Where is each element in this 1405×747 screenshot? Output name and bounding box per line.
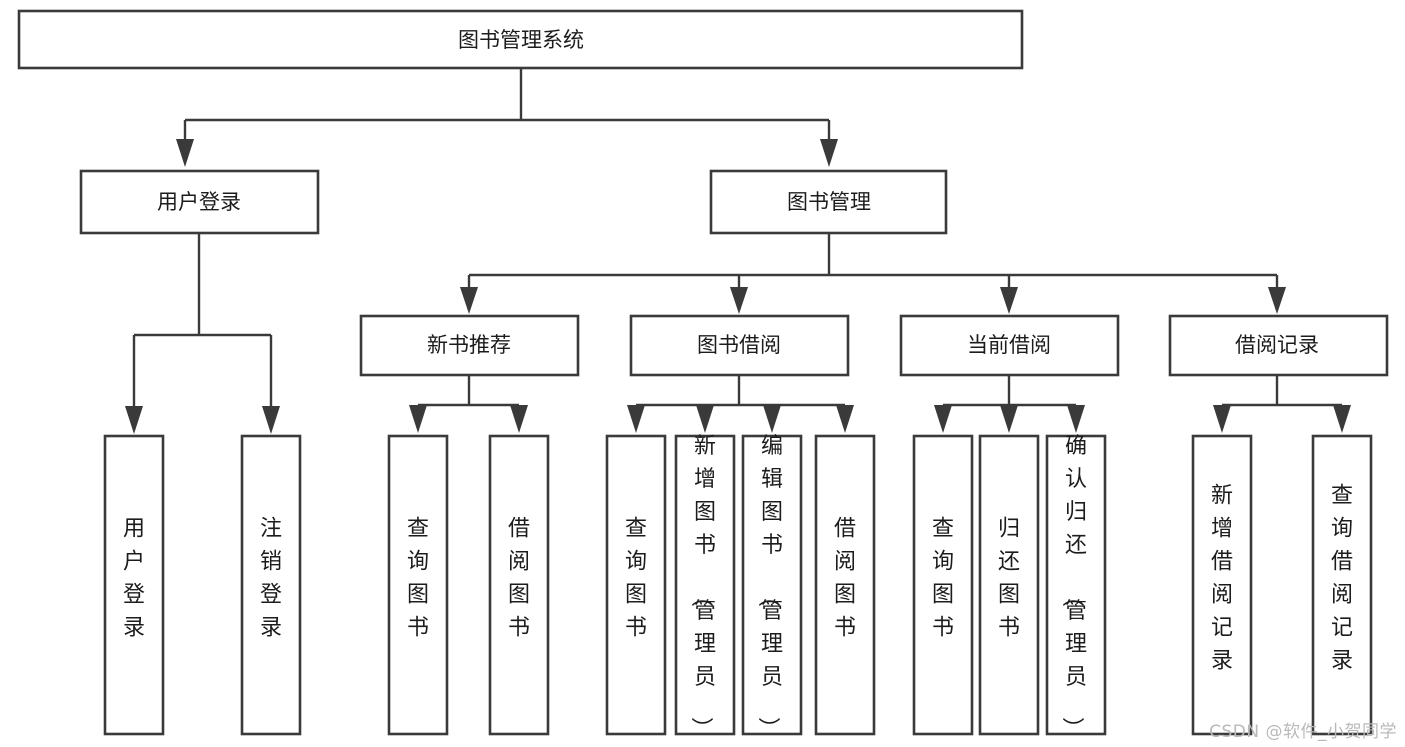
node-user-login-label: 用户登录 [157, 190, 241, 214]
arrow-userlogin-leaf-2 [262, 406, 280, 434]
node-current-borrow-label: 当前借阅 [967, 333, 1051, 357]
leaf-box-bb-add-book[interactable] [674, 434, 736, 736]
leaf-label-bb-borrow-book: 借阅图书 [834, 517, 856, 641]
leaf-box-cb-query-book[interactable] [912, 434, 974, 736]
leaf-label-cb-return-book: 归还图书 [998, 517, 1020, 641]
arrow-borrowrecords-leaf-2 [1333, 405, 1351, 433]
node-root-box[interactable] [17, 9, 1024, 70]
leaf-label-bb-query-book: 查询图书 [625, 517, 647, 641]
node-new-book-recommend[interactable]: 新书推荐 [359, 314, 580, 377]
leaf-box-layer [103, 434, 1373, 736]
arrow-newbook-leaf-1 [409, 405, 427, 433]
arrow-bookborrow-leaf-1 [627, 405, 645, 433]
arrow-newbook-leaf-2 [510, 405, 528, 433]
leaf-label-nb-borrow-book: 借阅图书 [508, 517, 530, 641]
leaf-label-bb-edit-book: 编辑图书（管理员） [755, 434, 783, 739]
leaf-label-cb-confirm-return: 确认归还（管理员） [1059, 434, 1087, 739]
leaf-box-bb-borrow-book[interactable] [814, 434, 876, 736]
leaf-label-user-login: 用户登录 [123, 517, 145, 641]
node-user-login[interactable]: 用户登录 [79, 169, 320, 235]
leaf-box-user-logout[interactable] [240, 434, 302, 736]
leaf-box-cb-confirm-return[interactable] [1045, 434, 1107, 736]
arrow-bookborrow-leaf-3 [763, 405, 781, 433]
node-borrow-records[interactable]: 借阅记录 [1168, 314, 1389, 377]
node-current-borrow[interactable]: 当前借阅 [899, 314, 1120, 377]
node-new-book-recommend-box[interactable] [359, 314, 580, 377]
leaf-label-user-logout: 注销登录 [260, 517, 282, 641]
node-book-borrow-label: 图书借阅 [697, 333, 781, 357]
node-book-management-box[interactable] [709, 169, 948, 235]
leaf-label-bb-add-book: 新增图书（管理员） [688, 434, 716, 739]
leaf-box-user-login[interactable] [103, 434, 165, 736]
leaf-box-br-add-record[interactable] [1191, 434, 1253, 736]
arrow-root-to-user-login [176, 139, 194, 167]
arrow-bookborrow-leaf-4 [836, 405, 854, 433]
arrow-bookborrow-leaf-2 [696, 405, 714, 433]
leaf-label-br-add-record: 新增借阅记录 [1211, 484, 1233, 674]
arrow-bookmgmt-to-book-borrow [730, 287, 748, 314]
arrow-borrowrecords-leaf-1 [1213, 405, 1231, 433]
node-user-login-box[interactable] [79, 169, 320, 235]
node-borrow-records-label: 借阅记录 [1235, 333, 1319, 357]
node-current-borrow-box[interactable] [899, 314, 1120, 377]
node-book-management-label: 图书管理 [787, 190, 871, 214]
arrow-userlogin-leaf-1 [125, 406, 143, 434]
node-borrow-records-box[interactable] [1168, 314, 1389, 377]
arrow-bookmgmt-to-borrow-records [1268, 287, 1286, 314]
leaf-box-nb-query-book[interactable] [387, 434, 449, 736]
leaf-box-br-query-record[interactable] [1311, 434, 1373, 736]
node-root-label: 图书管理系统 [458, 28, 584, 52]
leaf-label-cb-query-book: 查询图书 [932, 517, 954, 641]
node-book-borrow-box[interactable] [629, 314, 850, 377]
connector-layer [125, 68, 1351, 434]
leaf-box-bb-edit-book[interactable] [741, 434, 803, 736]
node-book-borrow[interactable]: 图书借阅 [629, 314, 850, 377]
node-new-book-recommend-label: 新书推荐 [427, 333, 511, 357]
arrow-currentborrow-leaf-3 [1067, 405, 1085, 433]
leaf-label-layer: 用户登录 注销登录 查询图书 借阅图书 查询图书 新增图书（管理员） 编辑图书（… [123, 434, 1353, 739]
leaf-label-br-query-record: 查询借阅记录 [1331, 484, 1353, 674]
arrow-root-to-book-mgmt [820, 139, 838, 167]
leaf-box-bb-query-book[interactable] [605, 434, 667, 736]
leaf-box-nb-borrow-book[interactable] [488, 434, 550, 736]
arrow-bookmgmt-to-current-borrow [1000, 287, 1018, 314]
arrow-bookmgmt-to-new-book [460, 287, 478, 314]
node-book-management[interactable]: 图书管理 [709, 169, 948, 235]
arrow-currentborrow-leaf-1 [934, 405, 952, 433]
arrow-currentborrow-leaf-2 [1000, 405, 1018, 433]
node-root[interactable]: 图书管理系统 [17, 9, 1024, 70]
leaf-box-cb-return-book[interactable] [978, 434, 1040, 736]
leaf-label-nb-query-book: 查询图书 [407, 517, 429, 641]
